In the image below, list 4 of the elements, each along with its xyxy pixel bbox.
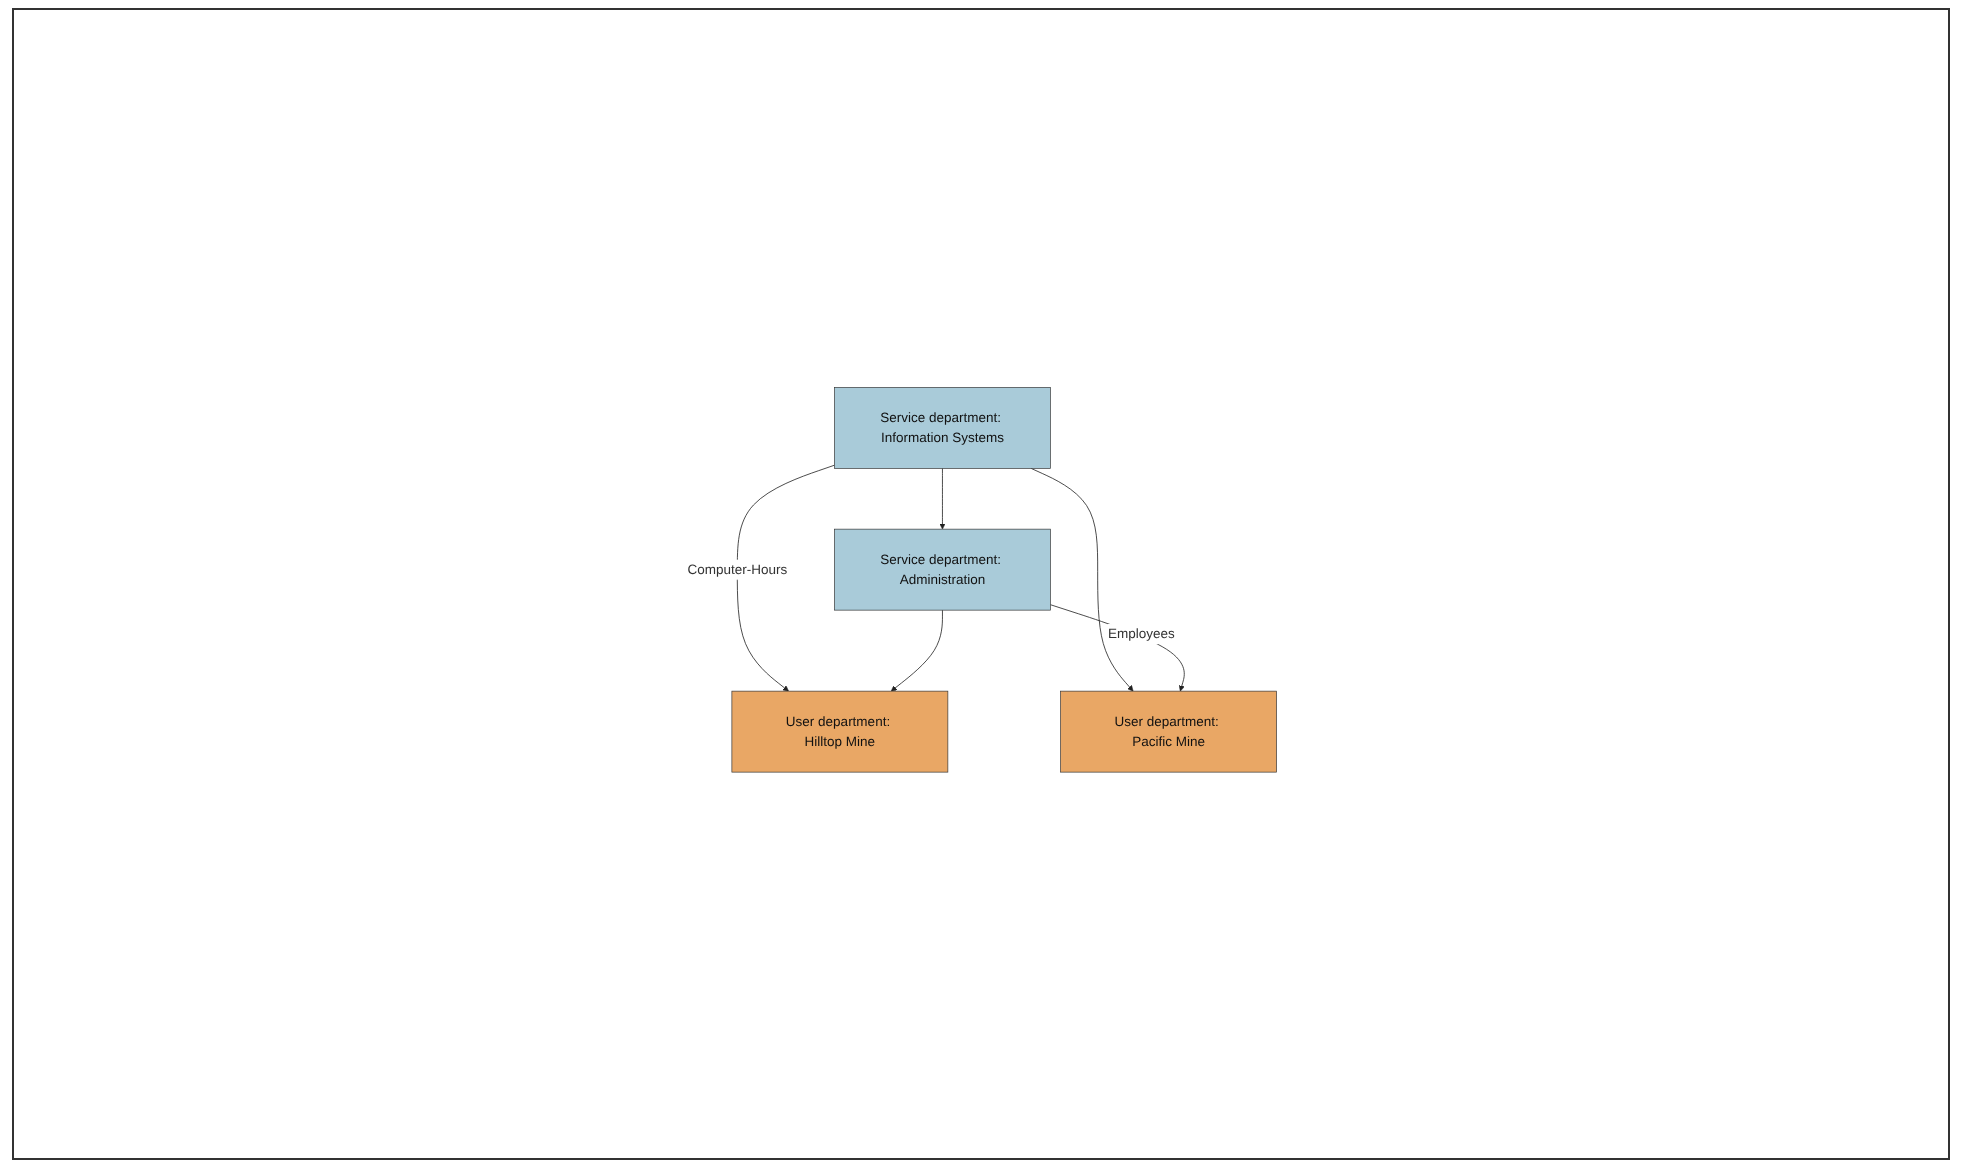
node-box xyxy=(1059,690,1276,772)
node-box xyxy=(833,386,1050,468)
node-box xyxy=(730,690,948,772)
node-box xyxy=(833,528,1050,610)
